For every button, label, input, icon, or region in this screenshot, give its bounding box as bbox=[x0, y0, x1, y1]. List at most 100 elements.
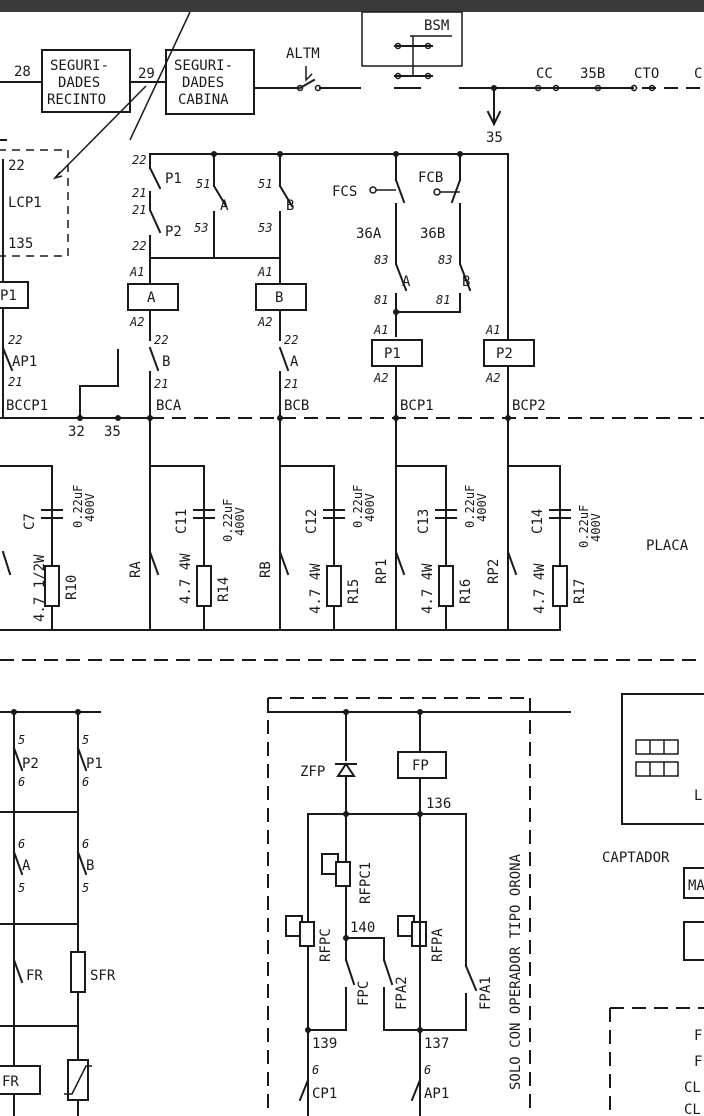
c14-label: C14 bbox=[530, 509, 546, 534]
cp1-contact-label: CP1 bbox=[312, 1086, 337, 1102]
fpc-label: FPC bbox=[356, 981, 372, 1006]
terminal-label: 21 bbox=[132, 203, 146, 217]
ap1-contact-label: AP1 bbox=[424, 1086, 449, 1102]
terminal-label: A1 bbox=[257, 265, 272, 279]
p1-contact-label: P1 bbox=[86, 756, 103, 772]
terminal-label: 81 bbox=[374, 293, 388, 307]
p2-contact-label: P2 bbox=[165, 224, 182, 240]
rp2-label: RP2 bbox=[486, 559, 502, 584]
terminal-label: 5 bbox=[18, 733, 25, 747]
cut-label: MA bbox=[688, 878, 704, 894]
sfr-label: SFR bbox=[90, 968, 116, 984]
fpa1-label: FPA1 bbox=[478, 976, 494, 1010]
a-contact-label: A bbox=[402, 274, 411, 290]
terminal-label: 6 bbox=[82, 837, 89, 851]
terminal-label: 6 bbox=[82, 775, 89, 789]
bsm-label: BSM bbox=[424, 18, 449, 34]
fcs-label: FCS bbox=[332, 184, 357, 200]
r14-label: R14 bbox=[216, 577, 232, 602]
terminal-label: 5 bbox=[82, 881, 89, 895]
terminal-label: A2 bbox=[129, 315, 144, 329]
terminal-label: 21 bbox=[132, 186, 146, 200]
r15-label: R15 bbox=[346, 579, 362, 604]
terminal-label: 21 bbox=[154, 377, 168, 391]
cut-label: L bbox=[694, 788, 702, 804]
wire-36b: 36B bbox=[420, 226, 445, 242]
rfpa-label: RFPA bbox=[430, 928, 446, 962]
terminal-label: 22 bbox=[132, 153, 146, 167]
terminal-label: 5 bbox=[82, 733, 89, 747]
bsm-box bbox=[361, 11, 463, 67]
cap-value-label: 400V bbox=[475, 493, 489, 522]
rfpc1-relay bbox=[335, 861, 351, 887]
wire-35-lower: 35 bbox=[104, 424, 121, 440]
seguridades-recinto-label: SEGURI- bbox=[50, 58, 109, 74]
rp1-label: RP1 bbox=[374, 559, 390, 584]
a-contact-label: A bbox=[220, 198, 229, 214]
relay-p2-label: P2 bbox=[496, 346, 513, 362]
relay-b-label: B bbox=[275, 290, 283, 306]
r-value-label: 4.7 4W bbox=[420, 563, 436, 614]
seguridades-recinto-label: RECINTO bbox=[47, 92, 106, 108]
wire-36a: 36A bbox=[356, 226, 382, 242]
cap-value-label: 400V bbox=[233, 507, 247, 536]
seguridades-cabina-label: DADES bbox=[182, 75, 224, 91]
r-value-label: 4.7 4W bbox=[308, 563, 324, 614]
rfpc1-label: RFPC1 bbox=[358, 862, 374, 904]
right-panel: L CAPTADOR MA F F CL CL bbox=[602, 693, 704, 1116]
r17-label: R17 bbox=[572, 579, 588, 604]
cap-value-label: 0.22uF bbox=[351, 485, 365, 528]
r-value-label: 4.7 4W bbox=[178, 553, 194, 604]
cut-label: F bbox=[694, 1054, 702, 1070]
p1-contact-label: P1 bbox=[165, 171, 182, 187]
b-contact-label: B bbox=[86, 858, 94, 874]
cap-value-label: 400V bbox=[83, 493, 97, 522]
terminal-label: 22 bbox=[132, 239, 146, 253]
wire-140: 140 bbox=[350, 920, 375, 936]
relay-a-coil bbox=[127, 283, 179, 311]
safety-chain: 28 SEGURI- DADES RECINTO 29 SEGURI- DADE… bbox=[0, 11, 704, 180]
sfr-resistor bbox=[70, 951, 86, 993]
bcp1-label: BCP1 bbox=[400, 398, 434, 414]
relay-p1-coil-left bbox=[0, 281, 29, 309]
p2-contact-label: P2 bbox=[22, 756, 39, 772]
relay-a-label: A bbox=[147, 290, 156, 306]
fr-coil bbox=[0, 1065, 41, 1095]
r16-label: R16 bbox=[458, 579, 474, 604]
wire-28: 28 bbox=[14, 64, 31, 80]
terminal-label: 51 bbox=[258, 177, 272, 191]
altm-label: ALTM bbox=[286, 46, 320, 62]
bcb-label: BCB bbox=[284, 398, 309, 414]
relay-p1-label: P1 bbox=[0, 288, 17, 304]
lcp1-block: 22 LCP1 135 bbox=[0, 139, 69, 283]
r10-value-label: 4.7 1/2W bbox=[32, 554, 48, 622]
lcp1-label: LCP1 bbox=[8, 195, 42, 211]
zfp-label: ZFP bbox=[300, 764, 325, 780]
cap-value-label: 0.22uF bbox=[221, 499, 235, 542]
terminal-label: A1 bbox=[373, 323, 388, 337]
fr-contact-label: FR bbox=[26, 968, 43, 984]
rfpc-relay bbox=[299, 921, 315, 947]
terminal-label: A1 bbox=[485, 323, 500, 337]
terminal-label: 83 bbox=[374, 253, 388, 267]
seguridades-cabina-label: SEGURI- bbox=[174, 58, 233, 74]
seguridades-cabina-label: CABINA bbox=[178, 92, 229, 108]
terminal-label: 83 bbox=[438, 253, 452, 267]
wire-32: 32 bbox=[68, 424, 85, 440]
bca-label: BCA bbox=[156, 398, 182, 414]
wire-35: 35 bbox=[486, 130, 503, 146]
terminal-label: 5 bbox=[18, 881, 25, 895]
relay-bus: 22 P1 21 21 P2 22 51 A 53 51 B 53 A1 A A… bbox=[0, 151, 535, 419]
lcp1-terminal-135: 135 bbox=[8, 236, 33, 252]
seguridades-recinto-label: DADES bbox=[58, 75, 100, 91]
rc-snubbers: C7 0.22uF 400V 4.7 1/2W R10 C11 0.22uF 4… bbox=[0, 417, 704, 661]
terminal-label: 53 bbox=[258, 221, 272, 235]
rfpc-label: RFPC bbox=[318, 928, 334, 962]
wire-136: 136 bbox=[426, 796, 451, 812]
cap-value-label: 400V bbox=[589, 513, 603, 542]
terminal-label: 21 bbox=[8, 375, 22, 389]
fp-coil-label: FP bbox=[412, 758, 429, 774]
terminal-label: A2 bbox=[257, 315, 272, 329]
wire-29: 29 bbox=[138, 66, 155, 82]
